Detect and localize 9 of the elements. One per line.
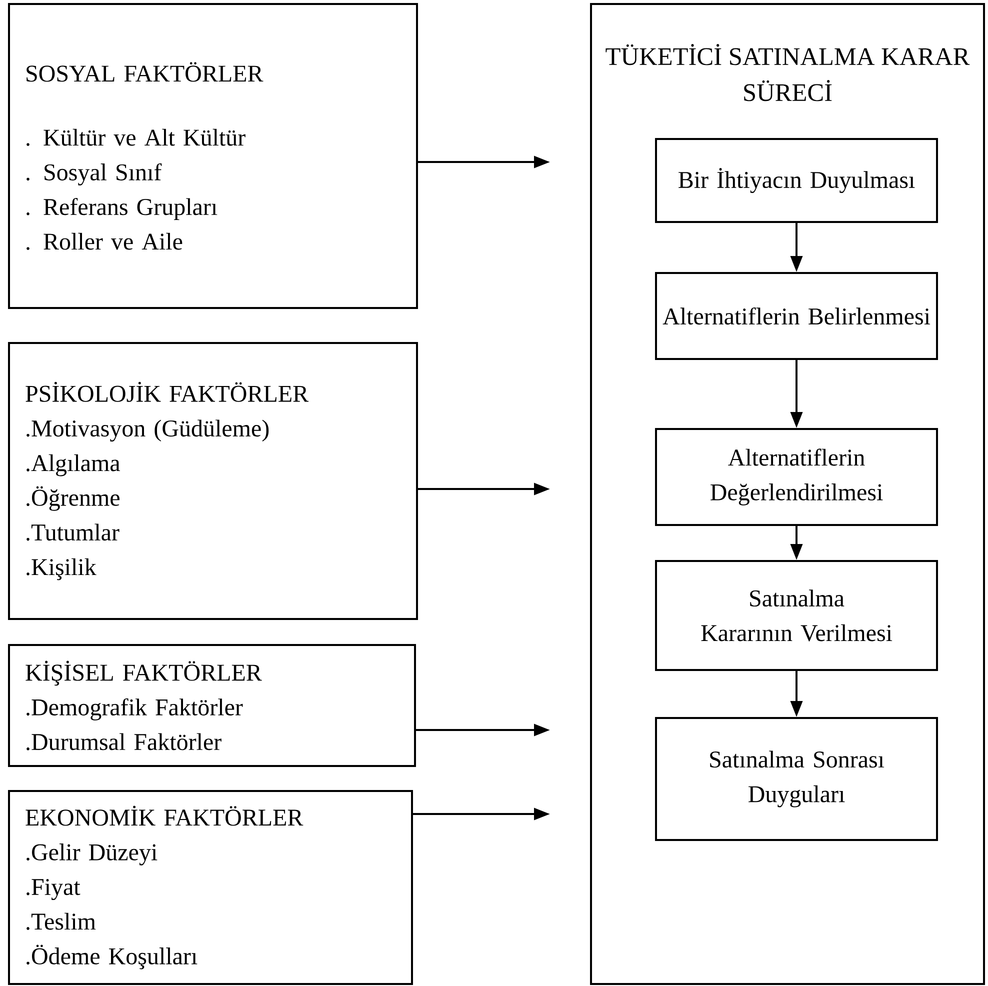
factor-box: EKONOMİK FAKTÖRLER .Gelir Düzeyi .Fiyat .Teslim .Ödeme Koşulları bbox=[8, 790, 413, 985]
factor-box: KİŞİSEL FAKTÖRLER .Demografik Faktörler .Durumsal Faktörler bbox=[8, 644, 416, 767]
process-box: Alternatiflerin Değerlendirilmesi bbox=[655, 428, 938, 526]
process-box: Satınalma Sonrası Duyguları bbox=[655, 717, 938, 841]
process-box: Alternatiflerin Belirlenmesi bbox=[655, 272, 938, 360]
process-box: Satınalma Kararının Verilmesi bbox=[655, 560, 938, 671]
factor-box: SOSYAL FAKTÖRLER . Kültür ve Alt Kültür . Sosyal Sınıf . Referans Grupları . Roller ve Aile bbox=[8, 3, 418, 309]
factor-box: PSİKOLOJİK FAKTÖRLER .Motivasyon (Güdüleme) .Algılama .Öğrenme .Tutumlar .Kişilik bbox=[8, 342, 418, 620]
process-box: Bir İhtiyacın Duyulması bbox=[655, 138, 938, 223]
